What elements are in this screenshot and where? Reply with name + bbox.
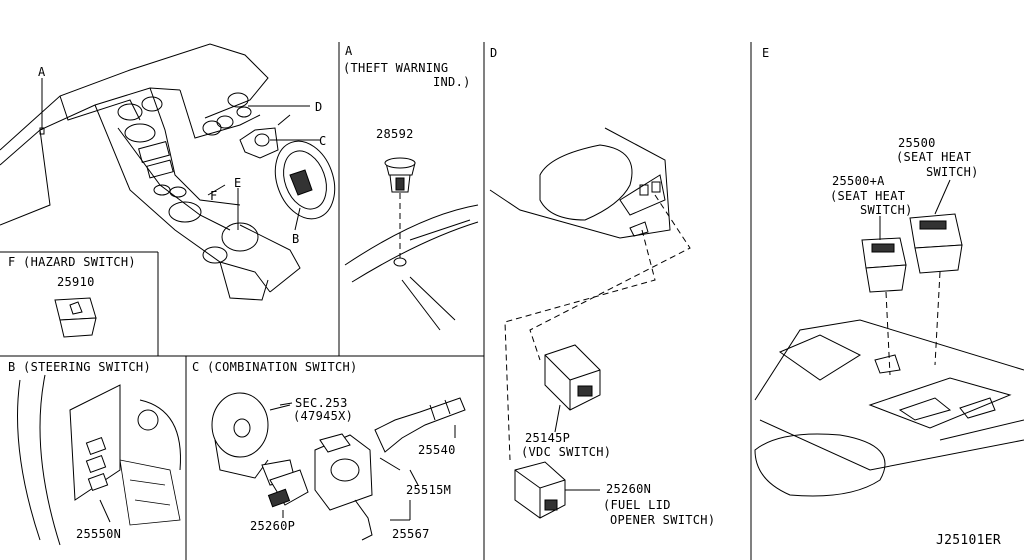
section-f-part: 25910 bbox=[57, 275, 95, 289]
section-d-part1-desc: (VDC SWITCH) bbox=[521, 445, 612, 459]
section-a-caption-line1: (THEFT WARNING bbox=[343, 61, 449, 75]
section-d-letter: D bbox=[490, 46, 498, 60]
section-d-part2-desc-line2: OPENER SWITCH) bbox=[610, 513, 716, 527]
section-b-header: B (STEERING SWITCH) bbox=[8, 360, 151, 374]
label-a: A bbox=[38, 65, 46, 79]
panel-dividers bbox=[0, 42, 752, 560]
section-e-letter: E bbox=[762, 46, 770, 60]
section-c-ref1: SEC.253 bbox=[295, 396, 348, 410]
seat-heat-switch-drawing bbox=[754, 213, 1024, 497]
label-e: E bbox=[234, 176, 242, 190]
diagram-code: J25101ER bbox=[936, 533, 1002, 548]
section-e-part2-desc-line2: SWITCH) bbox=[860, 203, 913, 217]
section-c-part2: 25515M bbox=[406, 483, 452, 497]
theft-warning-indicator-drawing bbox=[344, 157, 479, 331]
section-e-part1: 25500 bbox=[898, 136, 936, 150]
section-b-part: 25550N bbox=[76, 527, 122, 541]
section-d-part2: 25260N bbox=[606, 482, 652, 496]
vdc-fuel-lid-drawing bbox=[489, 127, 691, 519]
section-e-part1-desc-line2: SWITCH) bbox=[926, 165, 979, 179]
label-b: B bbox=[292, 232, 300, 246]
label-c: C bbox=[319, 134, 327, 148]
label-f: F bbox=[210, 189, 218, 203]
section-c-ref2: (47945X) bbox=[293, 409, 354, 423]
section-f-header: F (HAZARD SWITCH) bbox=[8, 255, 136, 269]
steering-switch-drawing bbox=[17, 374, 181, 546]
section-a-caption-line2: IND.) bbox=[433, 75, 471, 89]
dashboard-overview-drawing bbox=[0, 43, 336, 301]
section-a-letter: A bbox=[345, 44, 353, 58]
section-e-part2-desc-line1: (SEAT HEAT bbox=[830, 189, 906, 203]
section-c-header: C (COMBINATION SWITCH) bbox=[192, 360, 358, 374]
hazard-switch-drawing bbox=[54, 297, 97, 338]
label-d: D bbox=[315, 100, 323, 114]
combination-switch-drawing bbox=[211, 392, 466, 541]
section-c-part1: 25540 bbox=[418, 443, 456, 457]
section-e-part1-desc-line1: (SEAT HEAT bbox=[896, 150, 972, 164]
section-c-part3: 25567 bbox=[392, 527, 430, 541]
section-a-part: 28592 bbox=[376, 127, 414, 141]
section-d-part2-desc-line1: (FUEL LID bbox=[603, 498, 671, 512]
section-e-part2: 25500+A bbox=[832, 174, 885, 188]
leader-lines bbox=[279, 179, 951, 518]
section-c-part4: 25260P bbox=[250, 519, 296, 533]
section-d-part1: 25145P bbox=[525, 431, 571, 445]
